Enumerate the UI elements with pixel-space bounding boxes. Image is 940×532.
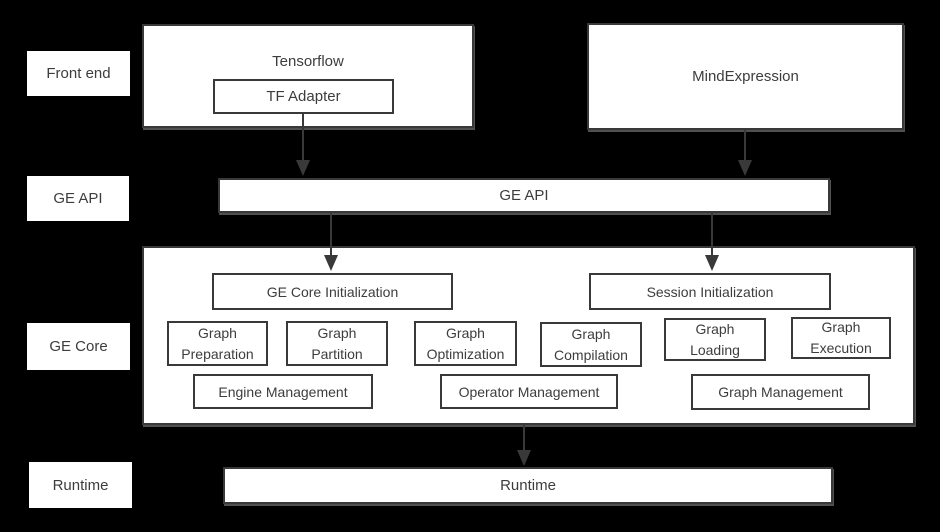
graph-compilation-box: Graph Compilation (540, 322, 642, 367)
graph-management-label: Graph Management (718, 384, 843, 400)
tensorflow-box: Tensorflow TF Adapter (142, 24, 474, 128)
engine-management-box: Engine Management (193, 374, 373, 409)
ge-api-label: GE API (499, 187, 549, 204)
ge-core-initialization-box: GE Core Initialization (212, 273, 453, 310)
graph-execution-box: Graph Execution (791, 317, 891, 359)
graph-optimization-label: Graph Optimization (426, 324, 505, 362)
graph-optimization-box: Graph Optimization (414, 321, 517, 366)
arrow-mindexpression-to-geapi (738, 130, 752, 176)
mindexpression-box: MindExpression (587, 23, 904, 130)
row-label-ge-core: GE Core (27, 323, 130, 370)
row-label-front-end: Front end (27, 51, 130, 96)
tf-adapter-box: TF Adapter (213, 79, 394, 114)
row-label-ge-api: GE API (27, 176, 129, 221)
runtime-label: Runtime (500, 477, 556, 494)
graph-loading-label: Graph Loading (690, 320, 740, 358)
engine-management-label: Engine Management (218, 383, 348, 400)
tf-adapter-label: TF Adapter (266, 88, 341, 105)
arrow-geapi-to-gecore-initialization (324, 213, 338, 271)
graph-execution-label: Graph Execution (810, 319, 872, 356)
graph-compilation-label: Graph Compilation (554, 325, 628, 363)
arrow-gecore-to-runtime (517, 425, 531, 466)
ge-core-box: GE Core Initialization Session Initializ… (142, 246, 915, 425)
row-label-runtime: Runtime (29, 462, 132, 508)
operator-management-box: Operator Management (440, 374, 618, 409)
session-initialization-box: Session Initialization (589, 273, 831, 310)
operator-management-label: Operator Management (458, 383, 600, 400)
mindexpression-label: MindExpression (692, 68, 799, 85)
arrow-geapi-to-session-initialization (705, 213, 719, 271)
runtime-bar: Runtime (223, 467, 833, 504)
graph-partition-box: Graph Partition (286, 321, 388, 366)
graph-preparation-box: Graph Preparation (167, 321, 268, 366)
graph-loading-box: Graph Loading (664, 318, 766, 361)
tensorflow-title: Tensorflow (272, 53, 344, 70)
graph-management-box: Graph Management (691, 374, 870, 410)
session-initialization-label: Session Initialization (646, 283, 774, 300)
graph-preparation-label: Graph Preparation (181, 324, 254, 362)
arrow-tfadapter-to-geapi (296, 114, 310, 176)
graph-partition-label: Graph Partition (311, 324, 363, 362)
ge-core-initialization-label: GE Core Initialization (266, 283, 399, 300)
ge-api-bar: GE API (218, 178, 830, 213)
